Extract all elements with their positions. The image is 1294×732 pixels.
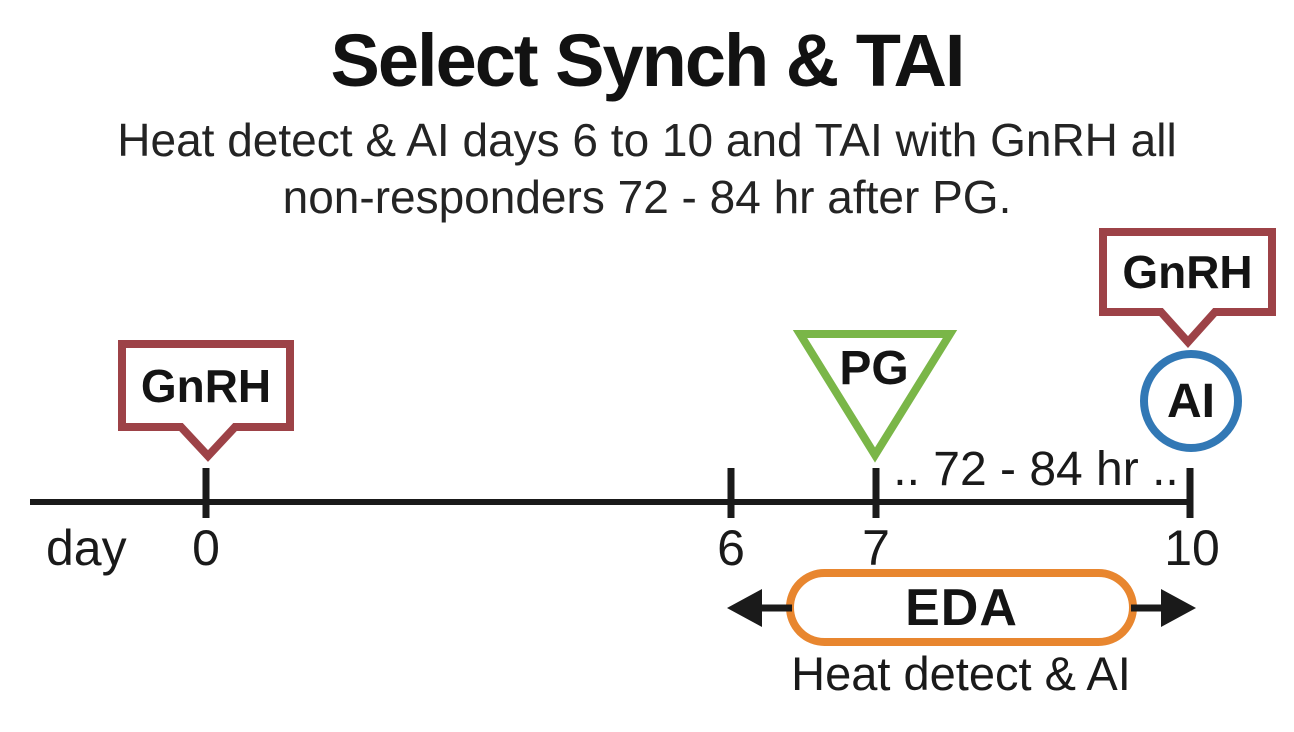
- gnrh-day10-callout-bubble: [1099, 228, 1276, 348]
- page-subtitle-line2: non-responders 72 - 84 hr after PG.: [282, 171, 1012, 223]
- pg-triangle-icon: [792, 330, 958, 463]
- gnrh-day0-label: GnRH: [140, 359, 272, 412]
- eda-right-arrow-head: [1161, 589, 1196, 627]
- tick-label-day-7: 7: [862, 520, 890, 576]
- page-subtitle: Heat detect & AI days 6 to 10 and TAI wi…: [0, 112, 1294, 226]
- page-title: Select Synch & TAI: [330, 19, 966, 102]
- eda-label: EDA: [905, 578, 1018, 637]
- eda-right-arrow-icon: [1131, 589, 1196, 627]
- ai-circle-icon: [1140, 350, 1242, 452]
- gnrh-day0-callout-bubble: [118, 340, 294, 462]
- ai-label: AI: [1167, 374, 1215, 428]
- tick-label-day-0: 0: [192, 520, 220, 576]
- gnrh-day10-label: GnRH: [1122, 246, 1253, 298]
- page-subtitle-line1: Heat detect & AI days 6 to 10 and TAI wi…: [117, 114, 1177, 166]
- eda-left-arrow-head: [727, 589, 762, 627]
- interval-72-84hr-label: .. 72 - 84 hr ..: [893, 443, 1179, 496]
- eda-caption: Heat detect & AI: [791, 647, 1131, 700]
- pg-label: PG: [839, 341, 909, 395]
- eda-left-arrow-icon: [727, 589, 792, 627]
- tick-label-day-6: 6: [717, 520, 745, 576]
- timeline-axis-label: day: [46, 520, 127, 576]
- tick-label-day-10: 10: [1164, 520, 1220, 576]
